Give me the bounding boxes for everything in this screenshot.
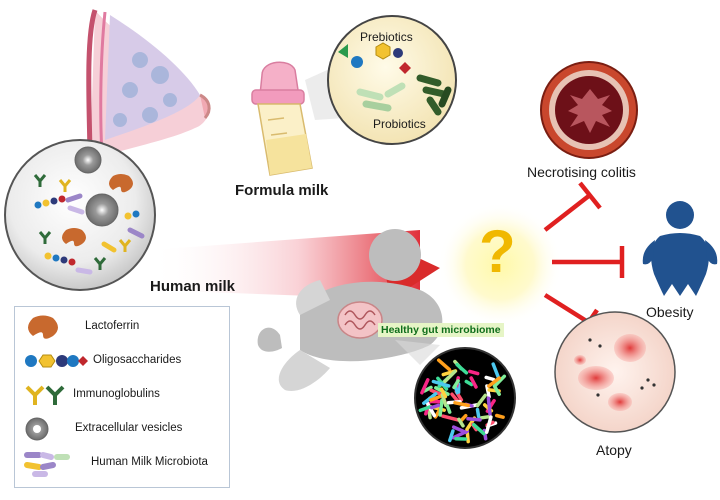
bacterium [458, 413, 468, 423]
prebiotic-hexagon-icon [375, 42, 391, 60]
bacterium [484, 375, 496, 382]
bacterium [443, 369, 457, 384]
gut-microbiome-circle [414, 347, 516, 449]
prebiotic-triangle-icon [338, 44, 348, 58]
human-milk-components-circle [4, 139, 156, 291]
breast-illustration [86, 9, 211, 161]
necrotising-colitis-label: Necrotising colitis [527, 164, 636, 180]
bacterium [440, 392, 448, 408]
necrotising-colitis-illustration [540, 61, 638, 159]
bacterium [487, 376, 501, 388]
bacterium [491, 362, 501, 381]
bacterium [475, 407, 481, 419]
bacterium [479, 414, 491, 420]
bacterium [485, 384, 491, 399]
bacterium [484, 415, 493, 434]
bacterium [422, 392, 438, 405]
bacterium [453, 401, 470, 408]
bacterium [436, 358, 452, 372]
bacterium [441, 414, 460, 422]
bacterium [448, 429, 455, 443]
question-mark: ? [479, 218, 516, 285]
oligosaccharides-icon [25, 354, 88, 368]
prebiotic-circle-icon [351, 56, 363, 68]
bacterium [464, 379, 474, 387]
bacterium [451, 425, 468, 435]
formula-milk-label: Formula milk [235, 182, 329, 199]
bacterium [452, 379, 460, 390]
legend-item-lactoferrin: Lactoferrin [15, 313, 229, 341]
milk-flow-beam [150, 230, 420, 300]
extracellular-vesicle-icon [25, 417, 49, 441]
legend-item-immunoglobulins: Immunoglobulins [15, 381, 229, 409]
immunoglobulins-icon [25, 385, 65, 405]
probiotics-label: Probiotics [373, 117, 426, 131]
bacterium [457, 417, 465, 428]
zoom-wedge-gut [395, 340, 440, 365]
bacterium [422, 385, 433, 393]
bacterium [466, 417, 482, 422]
legend-item-extracellular-vesicles: Extracellular vesicles [15, 415, 229, 443]
obesity-baby-icon [642, 201, 718, 296]
formula-bottle [251, 61, 313, 176]
bacterium [429, 403, 441, 410]
bacterium [493, 374, 507, 387]
bacterium [438, 398, 444, 417]
bacterium [465, 431, 470, 444]
bacterium [468, 369, 480, 376]
healthy-gut-microbiome-label: Healthy gut microbiome [378, 323, 504, 337]
probiotic-bacteria-icons [356, 74, 452, 116]
atopy-skin-illustration [554, 311, 676, 433]
bacterium [475, 393, 487, 408]
bacterium [469, 376, 478, 389]
bacterium [492, 384, 501, 396]
bacterium [439, 387, 448, 399]
bacterium [420, 378, 430, 395]
prebiotics-label: Prebiotics [360, 30, 413, 44]
baby-silhouette-back [278, 280, 330, 391]
uncertainty-glow [438, 203, 562, 327]
obesity-label: Obesity [646, 304, 694, 320]
bacterium [455, 362, 469, 375]
gut-illustration [337, 301, 383, 339]
lactoferrin-icon [28, 315, 58, 339]
legend-item-oligosaccharides: Oligosaccharides [15, 347, 229, 375]
bacterium [445, 404, 452, 414]
legend-item-microbiota: Human Milk Microbiota [15, 449, 229, 477]
bacterium [486, 396, 492, 416]
bacterium [431, 379, 451, 388]
human-milk-label: Human milk [150, 278, 236, 295]
bacterium [472, 422, 486, 436]
microbiota-icon [24, 452, 70, 477]
legend: Lactoferrin Oligosaccharides Immunoglobu… [14, 306, 230, 488]
bacterium [418, 405, 432, 413]
bacterium [494, 413, 505, 419]
atopy-label: Atopy [596, 442, 632, 458]
prebiotics-probiotics-circle [327, 15, 457, 145]
